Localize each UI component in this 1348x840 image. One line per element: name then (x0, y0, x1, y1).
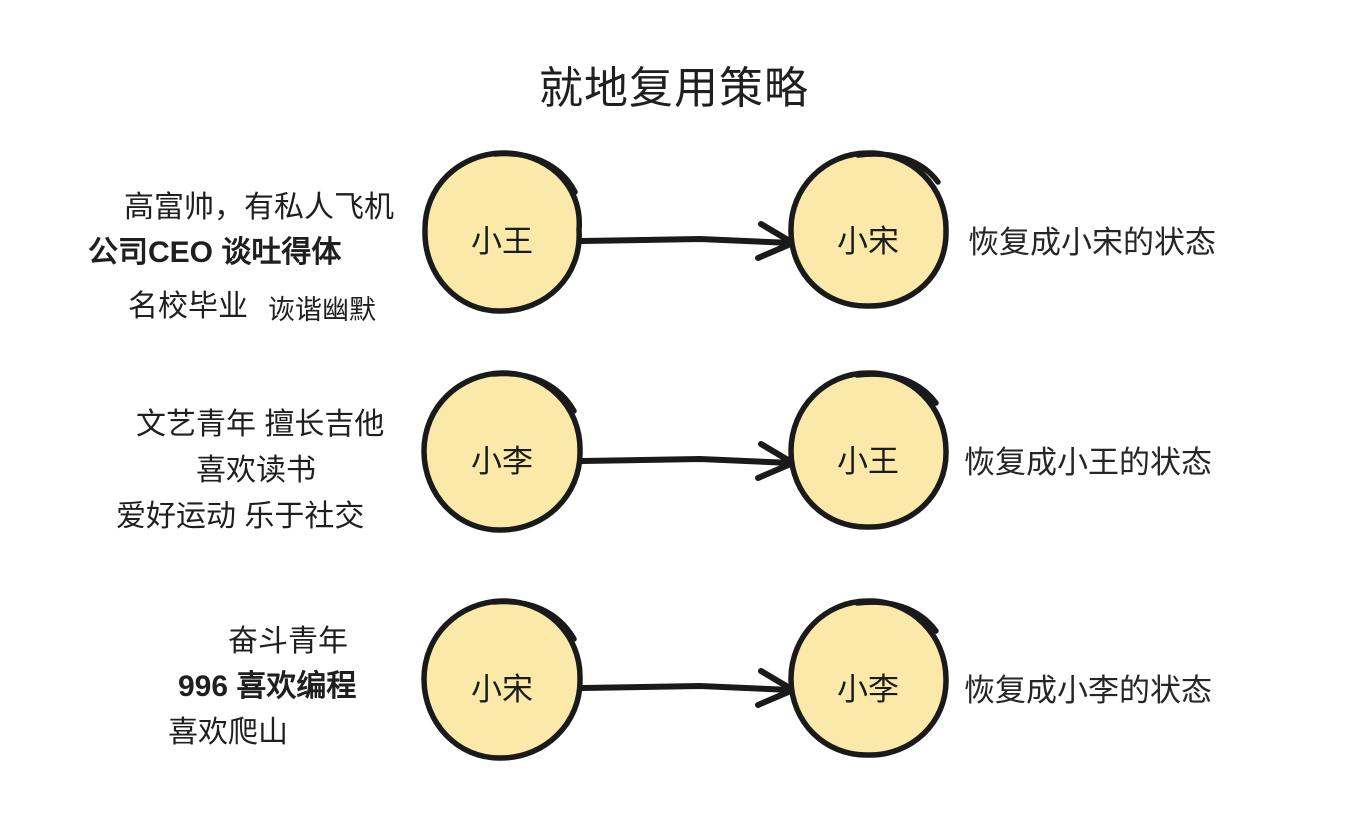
trait-row3-1: 奋斗青年 (228, 625, 348, 658)
arrow-line-row2 (579, 455, 795, 466)
arrow-line-row3 (579, 682, 795, 693)
state-text-row1: 恢复成小宋的状态 (968, 225, 1216, 260)
trait-row3-2: 996 喜欢编程 (178, 670, 357, 703)
trait-row1-2: 公司CEO 谈吐得体 (88, 236, 342, 269)
state-text-row3: 恢复成小李的状态 (964, 673, 1212, 708)
node-label-row1-target: 小宋 (837, 224, 899, 259)
trait-row3-3: 喜欢爬山 (168, 716, 288, 749)
node-label-row3-target: 小李 (837, 672, 899, 707)
arrow-line-row1 (579, 235, 795, 246)
node-label-row1-source: 小王 (471, 224, 533, 259)
trait-row1-3: 名校毕业 (128, 290, 248, 323)
trait-row1-1: 高富帅，有私人飞机 (124, 191, 394, 224)
page-title: 就地复用策略 (539, 64, 809, 113)
node-label-row2-source: 小李 (471, 444, 533, 479)
trait-row2-1: 文艺青年 擅长吉他 (136, 408, 385, 441)
state-text-row2: 恢复成小王的状态 (964, 445, 1212, 480)
trait-row2-2: 喜欢读书 (196, 454, 316, 487)
trait-row2-3: 爱好运动 乐于社交 (116, 500, 365, 533)
node-label-row2-target: 小王 (837, 444, 899, 479)
trait-row1-4: 诙谐幽默 (268, 295, 376, 325)
node-label-row3-source: 小宋 (471, 672, 533, 707)
